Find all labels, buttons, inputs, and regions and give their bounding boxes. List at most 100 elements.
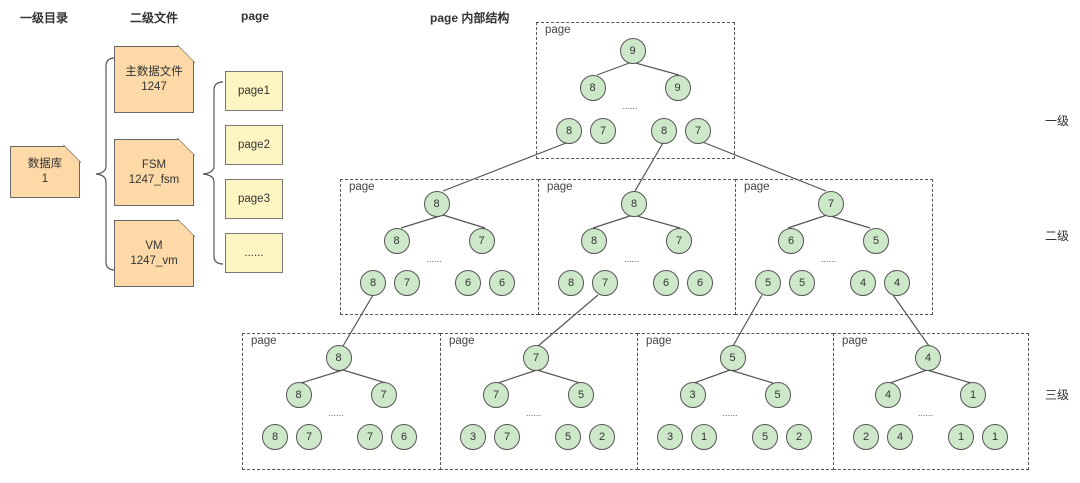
level-label-2: 二级	[1045, 229, 1070, 243]
tree-node-leaf: 5	[555, 424, 581, 450]
tree-node-leaf: 7	[685, 118, 711, 144]
database-node: 数据库 1	[10, 146, 80, 198]
tree-node-mid: 6	[778, 228, 804, 254]
tree-node-root: 8	[325, 345, 352, 371]
tree-node-mid: 7	[468, 228, 495, 254]
header-level1-dir: 一级目录	[20, 11, 69, 25]
page-block: ......	[225, 233, 283, 273]
tree-node-leaf: 5	[789, 270, 815, 296]
tree-node-leaf: 6	[687, 270, 713, 296]
tree-node-leaf: 1	[948, 424, 974, 450]
file-vm: VM 1247_vm	[114, 220, 194, 287]
tree-node-leaf: 3	[460, 424, 486, 450]
ellipsis: ......	[526, 408, 542, 418]
tree-node-leaf: 1	[691, 424, 717, 450]
tree-node-mid: 8	[383, 228, 410, 254]
ellipsis: ......	[918, 408, 934, 418]
tree-node-leaf: 7	[494, 424, 520, 450]
tree-node-leaf: 6	[391, 424, 417, 450]
page-box-label: page	[842, 335, 868, 347]
tree-node-leaf: 8	[556, 118, 582, 144]
tree-node-root: 4	[915, 345, 941, 371]
file-id: 1247_vm	[130, 254, 178, 267]
file-id: 1247	[141, 80, 167, 93]
tree-node-root: 8	[423, 191, 450, 217]
file-main-data: 主数据文件 1247	[114, 46, 194, 113]
page-box-label: page	[646, 335, 672, 347]
header-page: page	[241, 9, 270, 23]
tree-node-mid: 4	[875, 382, 901, 408]
page-box-label: page	[349, 181, 375, 193]
tree-node-leaf: 7	[357, 424, 383, 450]
tree-node-root: 8	[621, 191, 647, 217]
file-name: FSM	[141, 158, 167, 171]
ellipsis: ......	[426, 254, 442, 264]
page-box-label: page	[744, 181, 770, 193]
tree-node-leaf: 7	[590, 118, 616, 144]
tree-node-leaf: 5	[755, 270, 781, 296]
tree-node-leaf: 8	[360, 270, 386, 296]
level-label-1: 一级	[1045, 114, 1070, 128]
tree-node-leaf: 5	[752, 424, 778, 450]
tree-node-root: 5	[719, 345, 746, 371]
tree-node-leaf: 7	[296, 424, 322, 450]
ellipsis: ......	[624, 254, 640, 264]
tree-node-mid: 8	[285, 382, 312, 408]
tree-node-root: 7	[818, 191, 844, 217]
tree-node-mid: 3	[679, 382, 706, 408]
tree-node-root: 7	[523, 345, 549, 371]
database-id: 1	[41, 173, 49, 185]
page-box-label: page	[547, 181, 573, 193]
tree-node-mid: 5	[863, 228, 889, 254]
tree-node-mid: 8	[579, 75, 606, 101]
tree-node-leaf: 6	[455, 270, 481, 296]
tree-node-leaf: 8	[558, 270, 584, 296]
file-name: VM	[145, 239, 163, 252]
tree-node-leaf: 2	[589, 424, 615, 450]
page-block: page1	[225, 71, 283, 111]
ellipsis: ......	[722, 408, 738, 418]
tree-node-leaf: 4	[887, 424, 913, 450]
tree-node-mid: 9	[664, 75, 691, 101]
tree-node-leaf: 6	[489, 270, 515, 296]
ellipsis: ......	[821, 254, 837, 264]
ellipsis: ......	[328, 408, 344, 418]
tree-node-leaf: 7	[592, 270, 618, 296]
page-block: page2	[225, 125, 283, 165]
tree-node-leaf: 3	[657, 424, 683, 450]
tree-node-leaf: 1	[982, 424, 1008, 450]
tree-node-leaf: 4	[850, 270, 876, 296]
tree-node-leaf: 2	[853, 424, 879, 450]
tree-node-leaf: 6	[653, 270, 679, 296]
tree-node-mid: 8	[581, 228, 607, 254]
tree-node-mid: 5	[764, 382, 791, 408]
tree-node-leaf: 8	[651, 118, 677, 144]
header-page-structure: page 内部结构	[430, 11, 510, 25]
tree-node-leaf: 8	[262, 424, 288, 450]
tree-node-mid: 7	[483, 382, 509, 408]
file-name: 主数据文件	[125, 65, 183, 78]
tree-node-mid: 7	[370, 382, 397, 408]
tree-node-mid: 7	[666, 228, 692, 254]
file-id: 1247_fsm	[128, 173, 180, 186]
page-box-label: page	[545, 24, 571, 36]
page-box-label: page	[449, 335, 475, 347]
tree-node-mid: 5	[568, 382, 594, 408]
page-box-label: page	[251, 335, 277, 347]
tree-node-root: 9	[619, 38, 646, 64]
tree-node-leaf: 4	[884, 270, 910, 296]
tree-node-leaf: 2	[786, 424, 812, 450]
ellipsis: ......	[622, 101, 638, 111]
file-fsm: FSM 1247_fsm	[114, 139, 194, 206]
page-block: page3	[225, 179, 283, 219]
level-label-3: 三级	[1045, 388, 1070, 402]
database-label: 数据库	[27, 158, 63, 170]
